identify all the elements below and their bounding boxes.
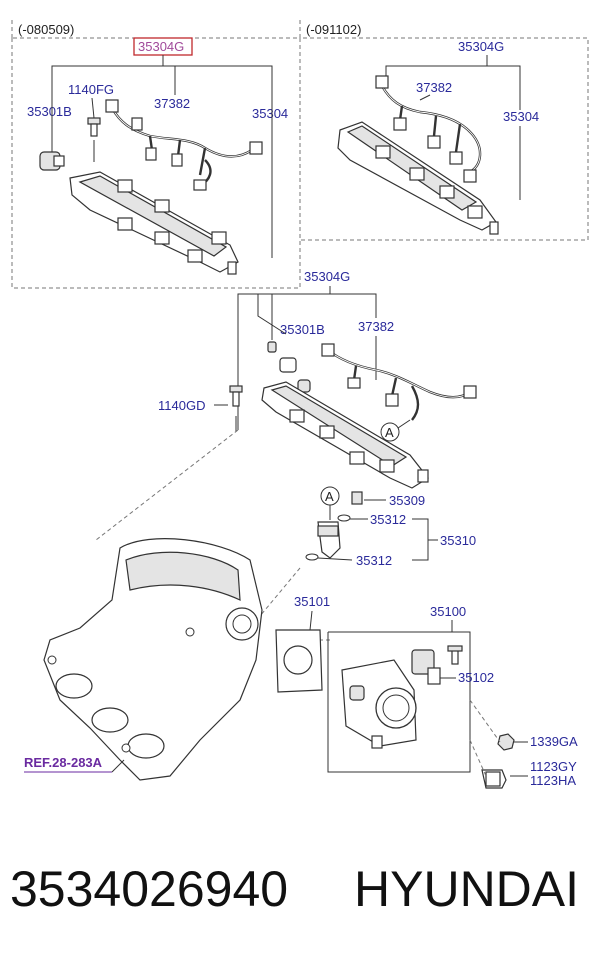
part-number: 3534026940 bbox=[10, 861, 289, 917]
label-37382-b[interactable]: 37382 bbox=[416, 80, 452, 95]
label-35304-a[interactable]: 35304 bbox=[252, 106, 288, 121]
throttle-body-box: 35100 35102 1339GA 1123GY 1123HA bbox=[327, 604, 578, 789]
panel-a: (-080509) 35304G 1140FG 37382 35301B 353… bbox=[11, 20, 301, 289]
label-35304g-highlighted[interactable]: 35304G bbox=[138, 39, 184, 54]
parts-diagram: (-080509) 35304G 1140FG 37382 35301B 353… bbox=[11, 20, 589, 789]
middle-assembly: 35304G 35301B 37382 1140GD bbox=[158, 269, 477, 568]
label-1140gd[interactable]: 1140GD bbox=[158, 398, 205, 413]
label-35102[interactable]: 35102 bbox=[458, 670, 494, 685]
label-37382-a[interactable]: 37382 bbox=[154, 96, 190, 111]
panel-b: (-091102) 35304G 37382 35304 bbox=[299, 20, 589, 241]
callout-a-lower: A bbox=[325, 489, 334, 504]
gasket: 35101 bbox=[275, 594, 330, 693]
intake-manifold bbox=[43, 538, 263, 781]
label-35304-b[interactable]: 35304 bbox=[503, 109, 539, 124]
label-35101[interactable]: 35101 bbox=[294, 594, 330, 609]
label-35309[interactable]: 35309 bbox=[389, 493, 425, 508]
label-35304g-m[interactable]: 35304G bbox=[304, 269, 350, 284]
label-35312-bot[interactable]: 35312 bbox=[356, 553, 392, 568]
callout-a-upper: A bbox=[385, 425, 394, 440]
brand-name: HYUNDAI bbox=[354, 861, 580, 917]
label-37382-m[interactable]: 37382 bbox=[358, 319, 394, 334]
label-1140fg[interactable]: 1140FG bbox=[68, 82, 114, 97]
panel-b-version: (-091102) bbox=[306, 22, 361, 37]
label-35312-top[interactable]: 35312 bbox=[370, 512, 406, 527]
label-1339ga[interactable]: 1339GA bbox=[530, 734, 578, 749]
label-35100[interactable]: 35100 bbox=[430, 604, 466, 619]
label-1123gy[interactable]: 1123GY bbox=[530, 759, 577, 774]
label-35301b-m[interactable]: 35301B bbox=[280, 322, 325, 337]
label-35304g-b[interactable]: 35304G bbox=[458, 39, 504, 54]
label-1123ha[interactable]: 1123HA bbox=[530, 773, 576, 788]
label-35310[interactable]: 35310 bbox=[440, 533, 476, 548]
label-35301b-a[interactable]: 35301B bbox=[27, 104, 72, 119]
panel-a-version: (-080509) bbox=[18, 22, 74, 37]
ref-label[interactable]: REF.28-283A bbox=[24, 755, 103, 770]
